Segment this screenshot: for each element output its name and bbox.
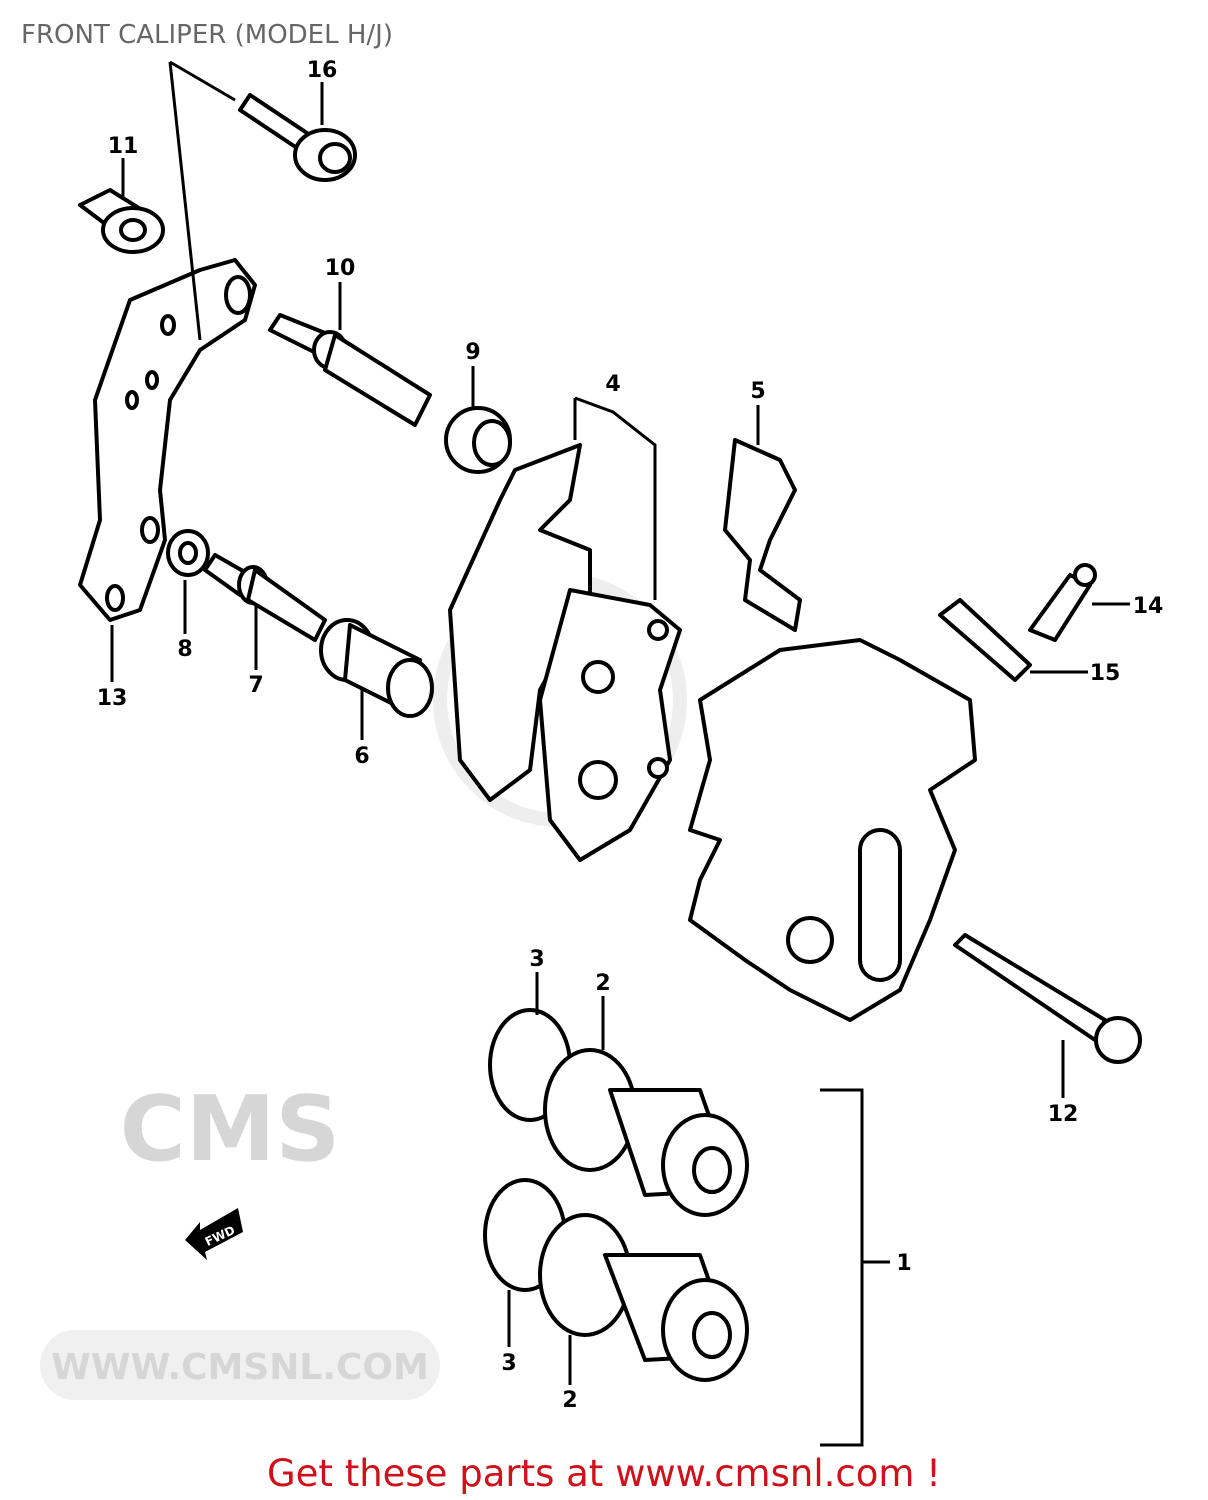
footer-link[interactable]: Get these parts at www.cmsnl.com !: [266, 1452, 941, 1495]
callout-10: 10: [325, 256, 356, 281]
callout-7: 7: [248, 673, 263, 698]
callout-6: 6: [354, 744, 369, 769]
callout-11: 11: [108, 134, 139, 159]
callout-8: 8: [177, 637, 192, 662]
callout-16: 16: [307, 58, 338, 83]
callout-9: 9: [465, 340, 480, 365]
watermark-url: WWW.CMSNL.COM: [51, 1347, 429, 1388]
callout-5: 5: [750, 379, 765, 404]
callout-14: 14: [1133, 594, 1164, 619]
callout-3-lower: 3: [501, 1351, 516, 1376]
forward-arrow: FWD: [185, 1208, 243, 1260]
caliper-body: [688, 638, 977, 1022]
caliper-bracket: [78, 258, 257, 622]
callout-4: 4: [605, 372, 620, 397]
diagram-title: FRONT CALIPER (MODEL H/J): [21, 20, 393, 50]
callout-2-lower: 2: [562, 1388, 577, 1413]
callout-3-upper: 3: [529, 947, 544, 972]
callout-13: 13: [97, 686, 128, 711]
brake-pad-1: [448, 443, 592, 802]
callout-1: 1: [896, 1251, 911, 1276]
watermark-logo-text: CMS: [120, 1077, 340, 1182]
watermark-logo: CMS WWW.CMSNL.COM: [40, 573, 687, 1400]
brake-pad-2: [538, 588, 682, 862]
callout-15: 15: [1090, 661, 1121, 686]
callout-12: 12: [1048, 1102, 1079, 1127]
callout-2-upper: 2: [595, 971, 610, 996]
